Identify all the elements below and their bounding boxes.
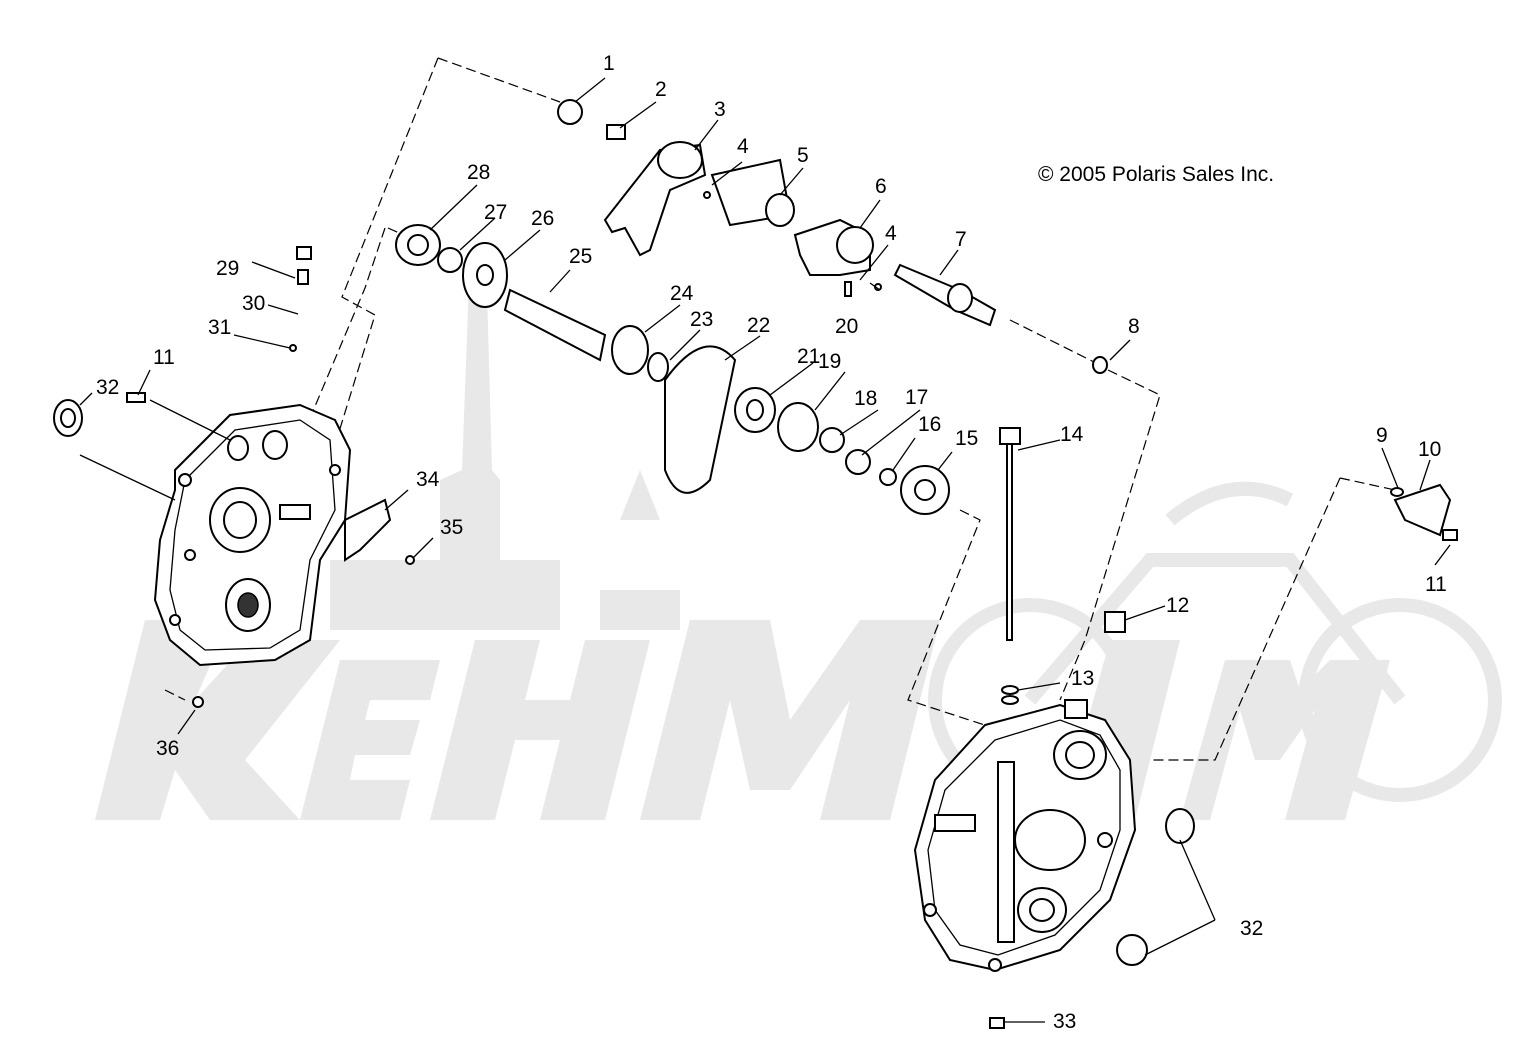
callout-1: 1 [603,52,615,75]
callout-31: 31 [208,316,231,339]
callout-12: 12 [1166,594,1189,617]
callout-34: 34 [416,468,440,491]
callout-21: 21 [797,345,820,368]
seal-32-upper [1165,808,1195,844]
callout-27: 27 [484,201,507,224]
callout-4: 4 [737,135,749,158]
callout-labels: 1 2 3 4 4 5 6 7 8 9 10 11 11 12 13 14 15… [96,52,1447,1033]
callout-25: 25 [569,245,592,268]
callout-11: 11 [153,346,175,369]
callout-36: 36 [156,737,179,760]
callout-2: 2 [655,78,667,101]
internal-parts [126,99,1458,1029]
callout-14: 14 [1060,423,1084,446]
callout-15: 15 [955,427,978,450]
copyright-notice: © 2005 Polaris Sales Inc. [1038,163,1274,186]
right-gearcase-half [913,699,1137,972]
callout-13: 13 [1071,667,1094,690]
callout-4: 4 [885,222,897,245]
callout-6: 6 [875,175,887,198]
callout-3: 3 [714,98,726,121]
callout-32: 32 [1240,917,1263,940]
callout-35: 35 [440,516,463,539]
callout-30: 30 [242,292,265,315]
callout-32: 32 [96,376,119,399]
callout-28: 28 [467,161,490,184]
callout-33: 33 [1053,1010,1076,1033]
callout-19: 19 [818,350,841,373]
watermark-logo [95,255,1502,820]
callout-leaders [79,77,1451,1023]
seal-32-lower [1116,934,1148,966]
callout-5: 5 [797,144,809,167]
seal-32-left-inner [60,408,76,428]
callout-20: 20 [835,315,858,338]
left-gearcase-half [153,403,352,667]
callout-10: 10 [1418,438,1441,461]
callout-29: 29 [216,257,239,280]
callout-11: 11 [1425,573,1447,596]
callout-22: 22 [747,314,770,337]
callout-16: 16 [918,413,941,436]
callout-9: 9 [1376,424,1388,447]
callout-7: 7 [955,228,967,251]
callout-26: 26 [531,207,554,230]
callout-23: 23 [690,308,713,331]
callout-24: 24 [670,282,694,305]
callout-17: 17 [905,386,928,409]
callout-18: 18 [854,387,877,410]
callout-8: 8 [1128,315,1140,338]
